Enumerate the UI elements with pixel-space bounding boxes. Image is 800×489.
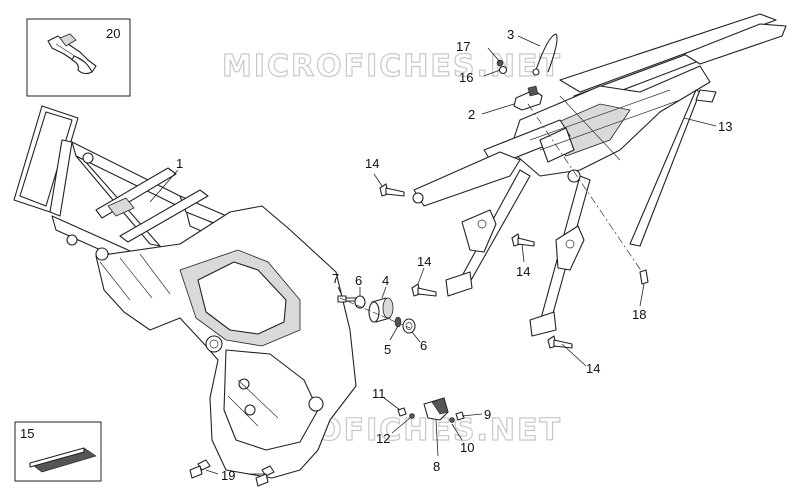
- callout-7: 7: [332, 271, 339, 286]
- callout-15: 15: [20, 426, 34, 441]
- callout-16: 16: [459, 70, 473, 85]
- callout-13: 13: [718, 119, 732, 134]
- callout-10: 10: [460, 440, 474, 455]
- main-frame-part: [13, 105, 357, 479]
- callout-6-left: 6: [355, 273, 362, 288]
- callout-12: 12: [376, 431, 390, 446]
- callout-8: 8: [433, 459, 440, 474]
- washer-part-12: [409, 413, 415, 419]
- callout-labels: 1 2 3 4 5 6 6 7 8 9 10 11 12 13 14 14 14…: [20, 26, 732, 483]
- inset-box-20: [26, 18, 131, 97]
- callout-6-right: 6: [420, 338, 427, 353]
- bolt-part-7: [337, 295, 357, 303]
- pin-part-18: [639, 269, 649, 285]
- sensor-part-8: [423, 397, 449, 421]
- callout-18: 18: [632, 307, 646, 322]
- callout-14-a: 14: [365, 156, 379, 171]
- leader-lines: [149, 35, 717, 475]
- watermark-top: MICROFICHES.NET: [222, 49, 562, 84]
- bolt-part-19b: [255, 465, 275, 487]
- callout-9: 9: [484, 407, 491, 422]
- washer-part-17: [496, 59, 504, 67]
- rear-subframe-part: [412, 13, 787, 337]
- screw-part-14a: [379, 183, 405, 197]
- callout-14-b: 14: [417, 254, 431, 269]
- callout-20: 20: [106, 26, 120, 41]
- bushing-part-4: [368, 297, 394, 323]
- spacer-part-5: [394, 316, 402, 328]
- nut-part-10: [449, 417, 455, 423]
- screw-part-14d: [547, 335, 573, 349]
- pad-part-icon: [29, 447, 97, 473]
- bracket-part-2: [513, 85, 543, 111]
- cable-part-3: [532, 33, 558, 76]
- callout-3: 3: [507, 27, 514, 42]
- callout-14-d: 14: [586, 361, 600, 376]
- bolt-part-19a: [189, 459, 211, 479]
- screw-part-14c: [511, 233, 535, 247]
- callout-2: 2: [468, 107, 475, 122]
- washer-part-6b: [402, 318, 416, 334]
- nut-part-16: [498, 65, 508, 75]
- callout-1: 1: [176, 156, 183, 171]
- screw-part-14b: [411, 283, 437, 297]
- inset-box-15: [14, 421, 102, 482]
- callout-4: 4: [382, 273, 389, 288]
- callout-19: 19: [221, 468, 235, 483]
- screw-part-9: [455, 411, 465, 421]
- callout-14-c: 14: [516, 264, 530, 279]
- callout-5: 5: [384, 342, 391, 357]
- clamp-part-icon: [47, 33, 97, 75]
- callout-17: 17: [456, 39, 470, 54]
- callout-11: 11: [372, 386, 386, 401]
